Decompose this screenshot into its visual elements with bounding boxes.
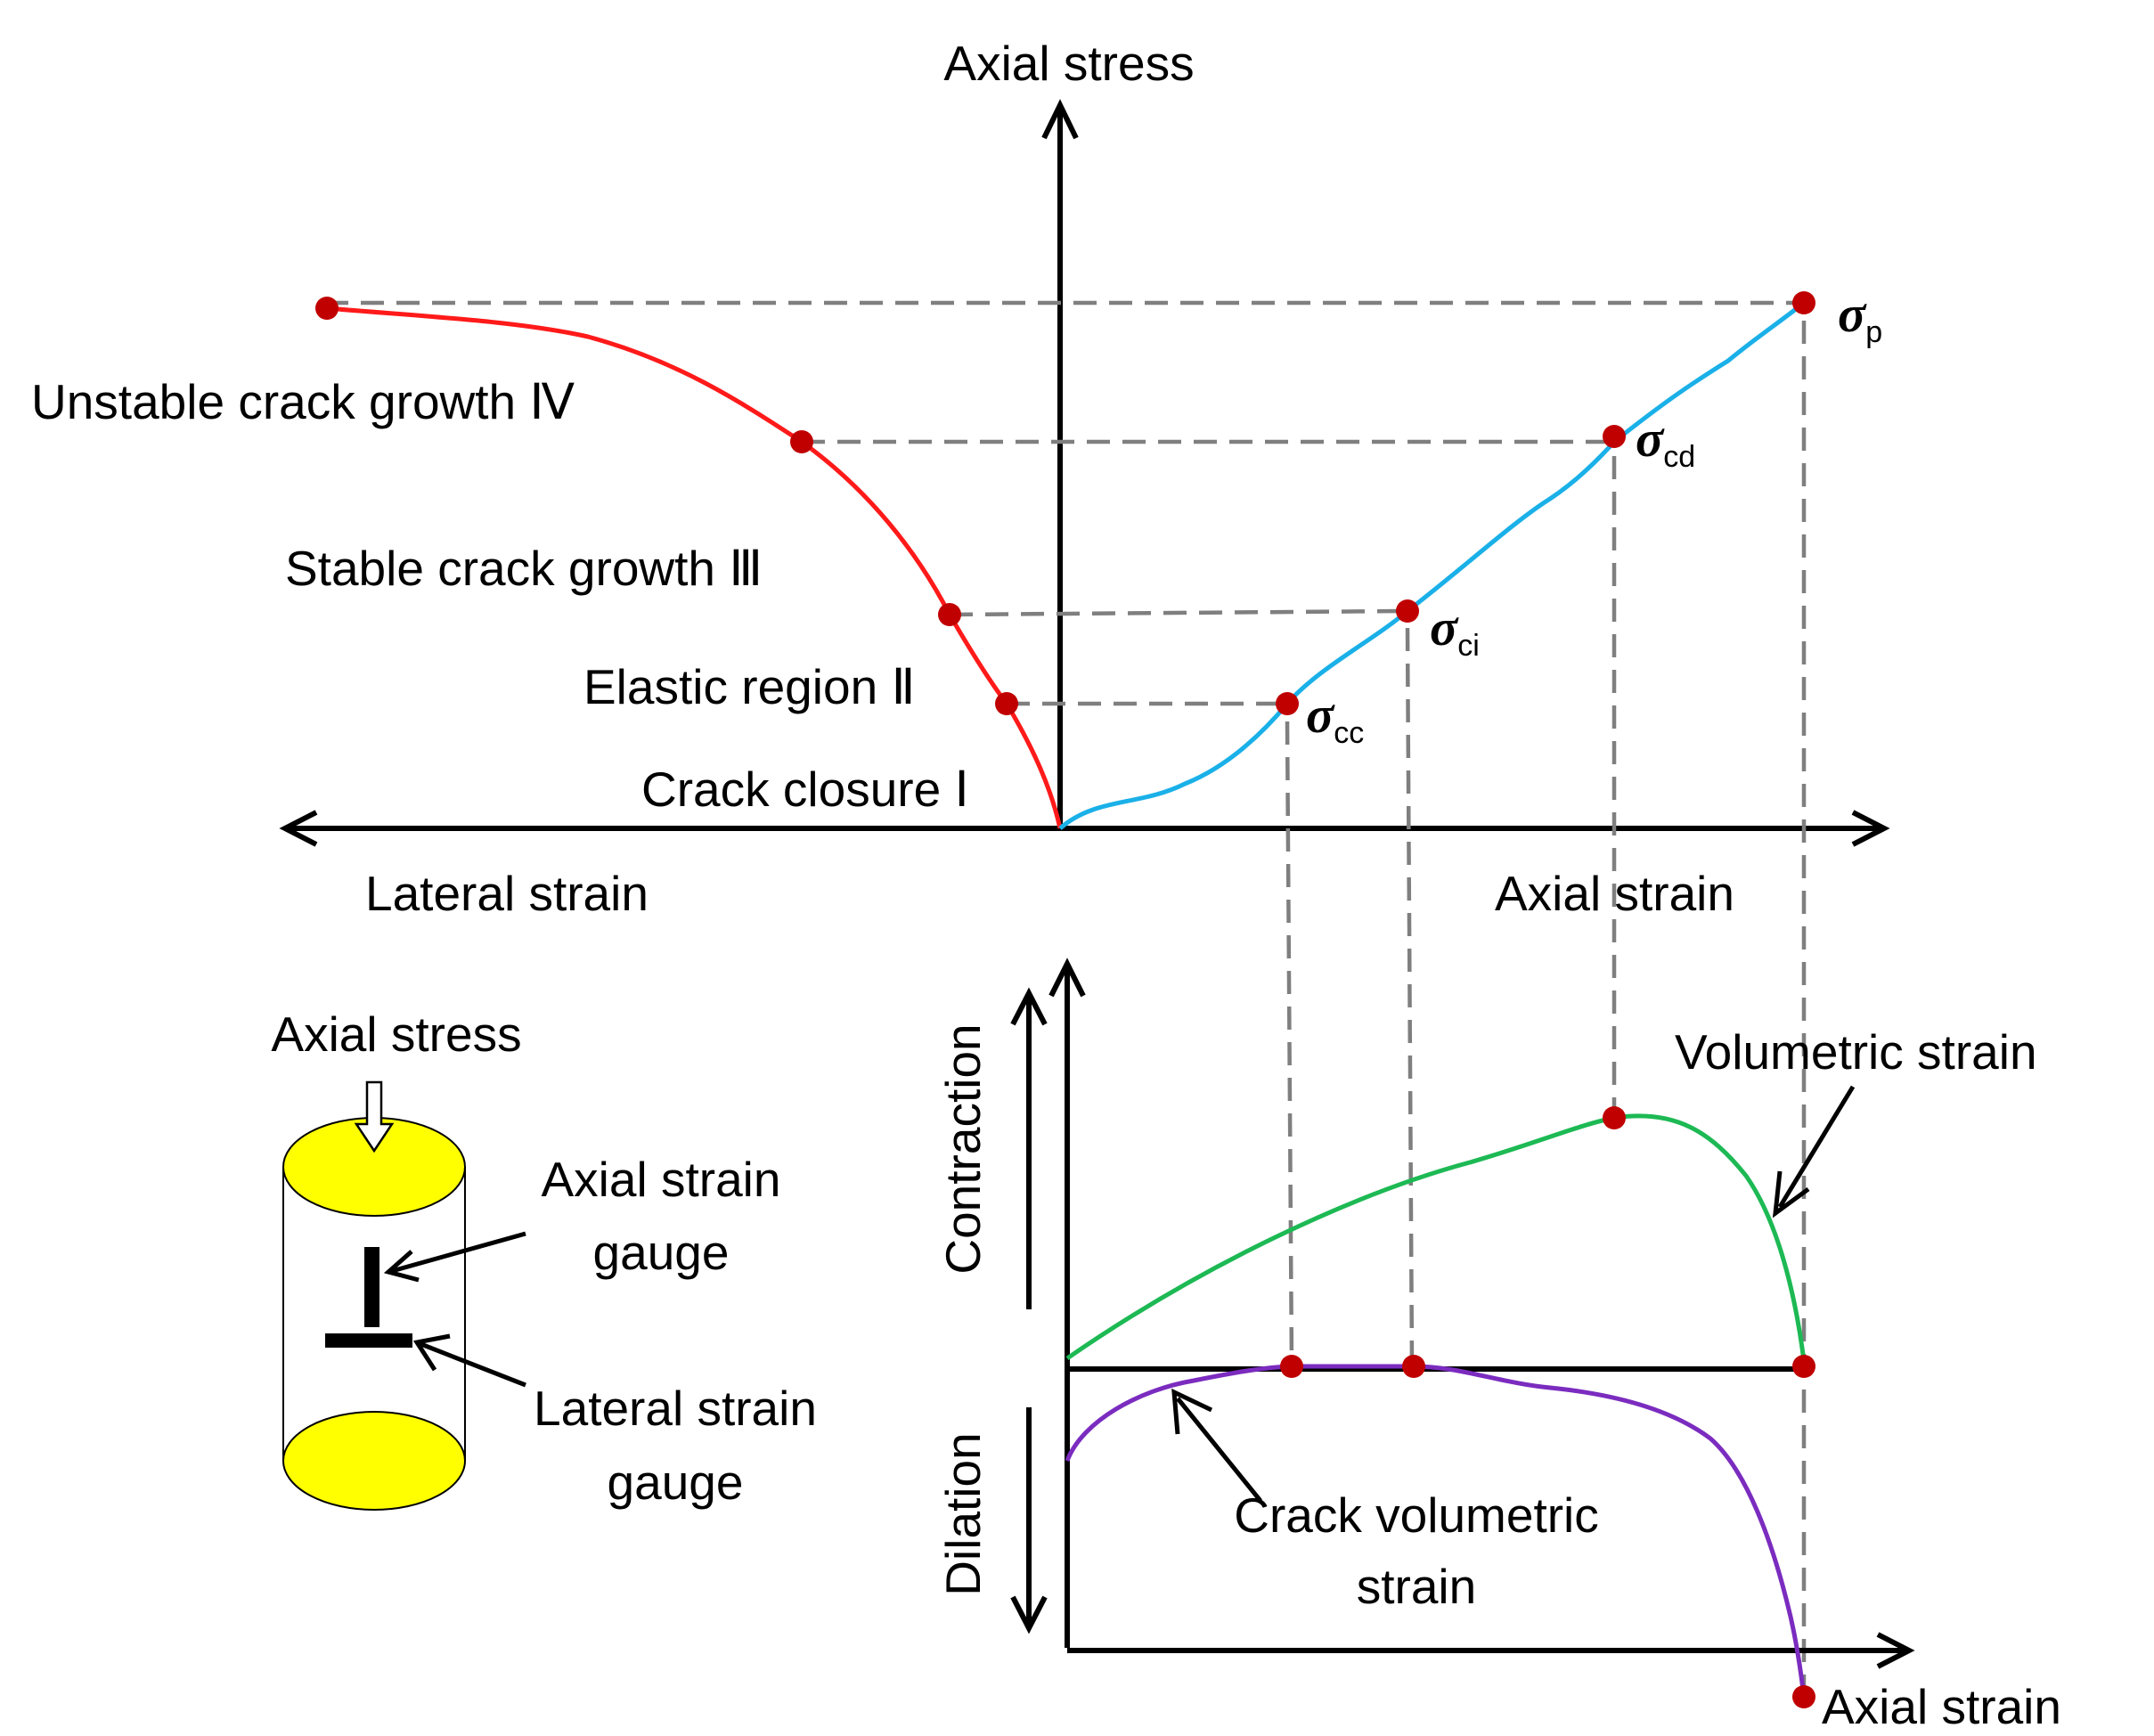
point-lateral-ci [938, 603, 961, 626]
point-crack-end [1792, 1685, 1815, 1708]
load-arrow-icon [354, 1080, 395, 1153]
axial-gauge-label-2: gauge [593, 1225, 730, 1280]
specimen-illustration [282, 1080, 526, 1511]
threshold-labels: σp σcd σci σcc [1306, 285, 1882, 750]
axial-strain-label-bottom: Axial strain [1822, 1679, 2061, 1734]
axial-strain-label-top: Axial strain [1495, 866, 1734, 921]
stage-3-label: Stable crack growth Ⅲ [285, 541, 763, 596]
vertical-guides [1285, 321, 1807, 1697]
lateral-gauge-label-1: Lateral strain [534, 1381, 817, 1436]
point-volumetric-peak [1603, 1106, 1626, 1129]
stage-1-label: Crack closure Ⅰ [641, 762, 969, 817]
volumetric-strain-pointer [1777, 1085, 1856, 1209]
point-sigma-p [1792, 291, 1815, 314]
contraction-label: Contraction [935, 1023, 991, 1274]
lower-points [1280, 1106, 1815, 1708]
axial-arrowhead [1851, 810, 1890, 847]
sigma-p-label: σp [1838, 285, 1882, 349]
crack-volumetric-strain-curve [1065, 1364, 1807, 1698]
stage-labels: Unstable crack growth Ⅳ Stable crack gro… [31, 374, 969, 817]
crack-volumetric-label-2: strain [1357, 1559, 1477, 1614]
upper-points [315, 291, 1815, 715]
sigma-ci-label: σci [1430, 599, 1480, 663]
point-lateral-cc [995, 692, 1018, 715]
point-volumetric-zero [1792, 1355, 1815, 1378]
upper-axes [279, 99, 1890, 847]
point-lateral-peak [315, 297, 339, 320]
axial-gauge-icon [364, 1247, 379, 1327]
point-sigma-cd [1603, 425, 1626, 448]
lateral-gauge-icon [325, 1333, 412, 1348]
sigma-cc-label: σcc [1306, 686, 1364, 750]
crack-volumetric-pointer [1176, 1397, 1262, 1503]
sigma-cd-label: σcd [1636, 410, 1695, 474]
point-lateral-cd [790, 430, 813, 453]
axial-strain-curve [1058, 301, 1806, 830]
volumetric-strain-curve [1065, 1113, 1807, 1362]
point-crack-cc [1280, 1355, 1303, 1378]
point-crack-ci [1402, 1355, 1425, 1378]
specimen-axial-stress-label: Axial stress [271, 1007, 521, 1062]
crack-volumetric-label-1: Crack volumetric [1234, 1487, 1599, 1543]
specimen-bottom-face [282, 1411, 466, 1511]
upper-guides [325, 300, 1804, 706]
dilation-label: Dilation [935, 1432, 991, 1595]
lateral-gauge-label-2: gauge [608, 1455, 744, 1510]
stage-4-label: Unstable crack growth Ⅳ [31, 374, 575, 429]
lateral-arrowhead [279, 810, 318, 847]
volumetric-strain-label: Volumetric strain [1675, 1024, 2037, 1080]
point-sigma-ci [1396, 599, 1419, 623]
axial-stress-label: Axial stress [943, 36, 1194, 91]
axial-stress-arrowhead [1041, 99, 1079, 140]
lateral-strain-label: Lateral strain [365, 866, 649, 921]
axial-gauge-label-1: Axial strain [542, 1152, 781, 1207]
stage-2-label: Elastic region Ⅱ [583, 659, 916, 714]
point-sigma-cc [1276, 692, 1299, 715]
